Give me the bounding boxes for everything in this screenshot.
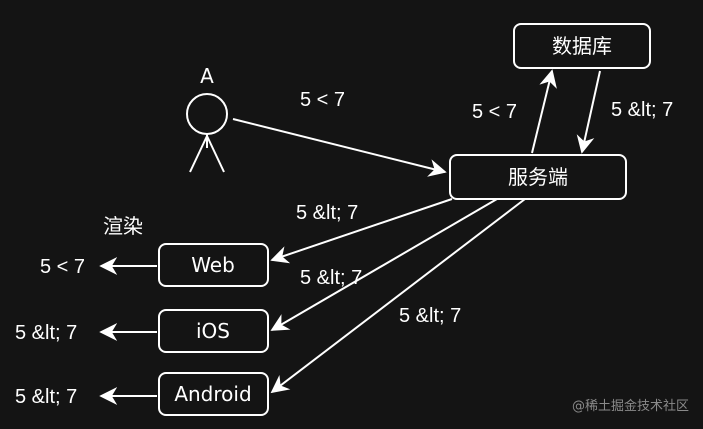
actor-to-server-arrow xyxy=(232,118,447,177)
ios-node: iOS xyxy=(158,309,269,353)
database-to-server-arrow xyxy=(576,70,601,154)
watermark: @稀土掘金技术社区 xyxy=(572,398,689,414)
server-to-database-label: 5 < 7 xyxy=(472,101,517,123)
android-output-label: 5 &lt; 7 xyxy=(15,386,77,408)
render-heading: 渲染 xyxy=(103,214,143,238)
database-node: 数据库 xyxy=(513,23,651,69)
stick-figure-icon xyxy=(186,93,228,173)
database-to-server-label: 5 &lt; 7 xyxy=(611,99,673,121)
database-label: 数据库 xyxy=(552,34,612,58)
android-node: Android xyxy=(158,372,269,416)
server-to-ios-label: 5 &lt; 7 xyxy=(300,267,362,289)
web-output-label: 5 < 7 xyxy=(40,256,85,278)
server-to-web-label: 5 &lt; 7 xyxy=(296,202,358,224)
actor-to-server-label: 5 < 7 xyxy=(300,89,345,111)
web-node: Web xyxy=(158,243,269,287)
server-to-ios-arrow xyxy=(270,198,498,331)
ios-output-label: 5 &lt; 7 xyxy=(15,322,77,344)
server-to-android-label: 5 &lt; 7 xyxy=(399,305,461,327)
web-label: Web xyxy=(191,253,235,277)
server-to-web-arrow xyxy=(270,198,453,264)
server-to-android-arrow xyxy=(270,198,526,394)
ios-label: iOS xyxy=(196,319,230,343)
server-node: 服务端 xyxy=(449,154,627,200)
server-to-database-arrow xyxy=(531,69,557,154)
android-label: Android xyxy=(174,382,251,406)
actor: A xyxy=(186,64,228,173)
actor-label: A xyxy=(200,64,214,88)
server-label: 服务端 xyxy=(508,165,568,189)
